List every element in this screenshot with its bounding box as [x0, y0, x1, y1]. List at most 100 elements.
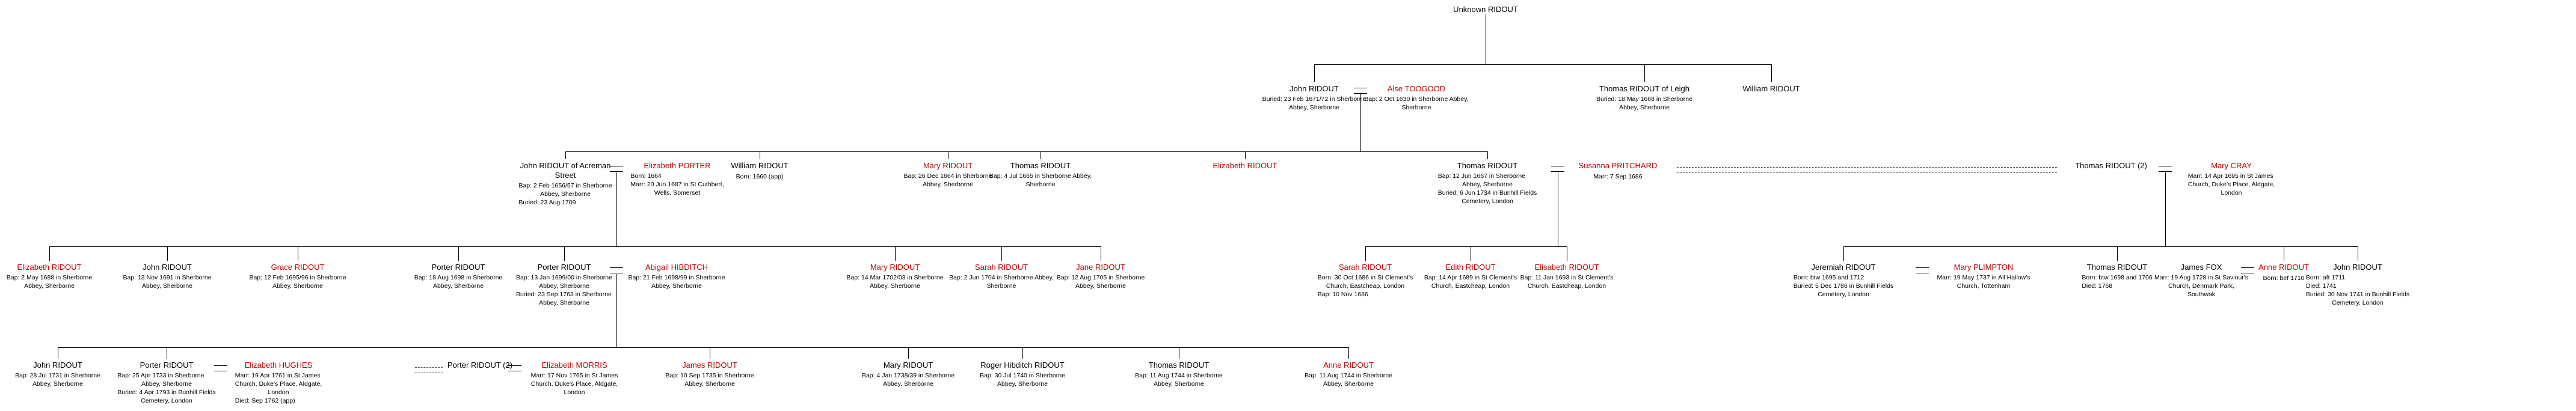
person-name[interactable]: Roger Hibditch RIDOUT [980, 361, 1065, 370]
person-name[interactable]: Elizabeth PORTER [644, 161, 711, 170]
person-name[interactable]: John RIDOUT [1290, 84, 1339, 93]
person-name[interactable]: Anne RIDOUT [2258, 263, 2309, 272]
person-detail-line: Abbey, Sherborne [24, 282, 75, 290]
person-name[interactable]: Anne RIDOUT [1323, 361, 1374, 370]
marriage-equals-icon [508, 365, 521, 371]
person-name[interactable]: Porter RIDOUT (2) [447, 361, 513, 370]
person-detail-line: Buried: 18 May 1668 in Sherborne [1596, 96, 1692, 103]
person-name[interactable]: Thomas RIDOUT [1148, 361, 1210, 370]
person-name[interactable]: Elizabeth MORRIS [541, 361, 607, 370]
person-name[interactable]: James RIDOUT [682, 361, 737, 370]
person-detail-line: Buried: 5 Dec 1786 in Bunhill Fields [1793, 282, 1894, 290]
person-name[interactable]: Porter RIDOUT [537, 263, 591, 272]
person-name[interactable]: Elizabeth HUGHES [244, 361, 313, 370]
person-node: Thomas RIDOUT (2) [2075, 161, 2147, 171]
person-name[interactable]: Sarah RIDOUT [974, 263, 1028, 272]
person-detail-line: Bap: 12 Jun 1667 in Sherborne [1437, 172, 1526, 180]
person-name[interactable]: Porter RIDOUT [140, 361, 194, 370]
person-name[interactable]: John RIDOUT [143, 263, 192, 272]
person-name[interactable]: Unknown RIDOUT [1453, 5, 1518, 14]
person-name[interactable]: Abigail HIBDITCH [645, 263, 709, 272]
person-name[interactable]: Thomas RIDOUT (2) [2075, 161, 2147, 170]
person-name[interactable]: John RIDOUT [33, 361, 82, 370]
person-node: Anne RIDOUT Born: bef 1710 [2258, 263, 2309, 283]
person-detail-line: Sherborne [986, 282, 1016, 290]
person-name[interactable]: Alse TOOGOOD [1387, 84, 1446, 93]
person-name[interactable]: Mary RIDOUT [870, 263, 920, 272]
person-name[interactable]: Jane RIDOUT [1076, 263, 1125, 272]
person-detail-line: Died: 1741 [2305, 282, 2337, 290]
person-details: Born: bef 1710 [2263, 274, 2305, 282]
person-name[interactable]: John RIDOUT of Acreman [520, 161, 611, 170]
person-name[interactable]: Elisabeth RIDOUT [1534, 263, 1599, 272]
person-name[interactable]: Thomas RIDOUT [2086, 263, 2148, 272]
person-name[interactable]: Sarah RIDOUT [1338, 263, 1392, 272]
person-detail-line: Abbey, Sherborne [142, 282, 192, 290]
person-name[interactable]: Jeremiah RIDOUT [1811, 263, 1876, 272]
person-detail-line: Bap: 2 Oct 1630 in Sherborne Abbey, [1364, 96, 1469, 103]
person-name[interactable]: Mary RIDOUT [923, 161, 973, 170]
person-name[interactable]: William RIDOUT [1742, 84, 1800, 93]
person-name[interactable]: Mary PLIMPTON [1954, 263, 2014, 272]
tree-line-vertical [895, 246, 896, 261]
person-name[interactable]: Elizabeth RIDOUT [17, 263, 82, 272]
tree-line-vertical [1314, 64, 1315, 82]
person-node: Unknown RIDOUT [1453, 5, 1518, 14]
marriage-equals-icon [610, 267, 623, 273]
marriage-equals-icon [1551, 166, 1564, 172]
person-name[interactable]: Thomas RIDOUT [1457, 161, 1518, 170]
person-detail-line: Bap: 10 Nov 1686 [1317, 291, 1368, 298]
person-name[interactable]: Susanna PRITCHARD [1578, 161, 1658, 170]
marriage-equals-icon [2241, 267, 2254, 273]
person-name[interactable]: William RIDOUT [731, 161, 788, 170]
person-detail-line: Cemetery, London [2332, 299, 2384, 306]
person-name[interactable]: Porter RIDOUT [431, 263, 485, 272]
person-detail-line: Church, Duke's Place, Aldgate, [2187, 181, 2275, 188]
marriage-equals-icon [610, 166, 623, 172]
person-detail-line: Sherborne [1025, 181, 1056, 188]
person-name[interactable]: James FOX [2180, 263, 2222, 272]
tree-line-vertical [1771, 64, 1772, 82]
tree-line-vertical [2117, 246, 2118, 261]
person-name[interactable]: Grace RIDOUT [271, 263, 325, 272]
person-detail-line: Abbey, Sherborne [141, 380, 192, 388]
person-name[interactable]: Street [555, 171, 576, 180]
person-name[interactable]: Elizabeth RIDOUT [1213, 161, 1277, 170]
person-name[interactable]: Edith RIDOUT [1445, 263, 1496, 272]
duplicate-person-dashed-link [415, 367, 443, 368]
person-detail-line: Abbey, Sherborne [1462, 181, 1513, 188]
person-name[interactable]: Mary RIDOUT [883, 361, 933, 370]
tree-line-vertical [1022, 347, 1023, 359]
person-detail-line: Bap: 11 Aug 1744 in Sherborne [1135, 372, 1223, 379]
person-detail-line: Bap: 14 Mar 1702/03 in Sherborne [846, 274, 944, 281]
person-name[interactable]: Thomas RIDOUT [1010, 161, 1071, 170]
person-detail-line: Born: 30 Oct 1686 in St Clement's [1317, 274, 1413, 281]
tree-line-vertical [908, 347, 909, 359]
person-detail-line: Bap: 26 Dec 1664 in Sherborne [903, 172, 992, 180]
person-name[interactable]: Thomas RIDOUT of Leigh [1599, 84, 1690, 93]
duplicate-person-dashed-link [1677, 167, 2057, 168]
person-name[interactable]: John RIDOUT [2333, 263, 2382, 272]
person-name[interactable]: Mary CRAY [2211, 161, 2252, 170]
